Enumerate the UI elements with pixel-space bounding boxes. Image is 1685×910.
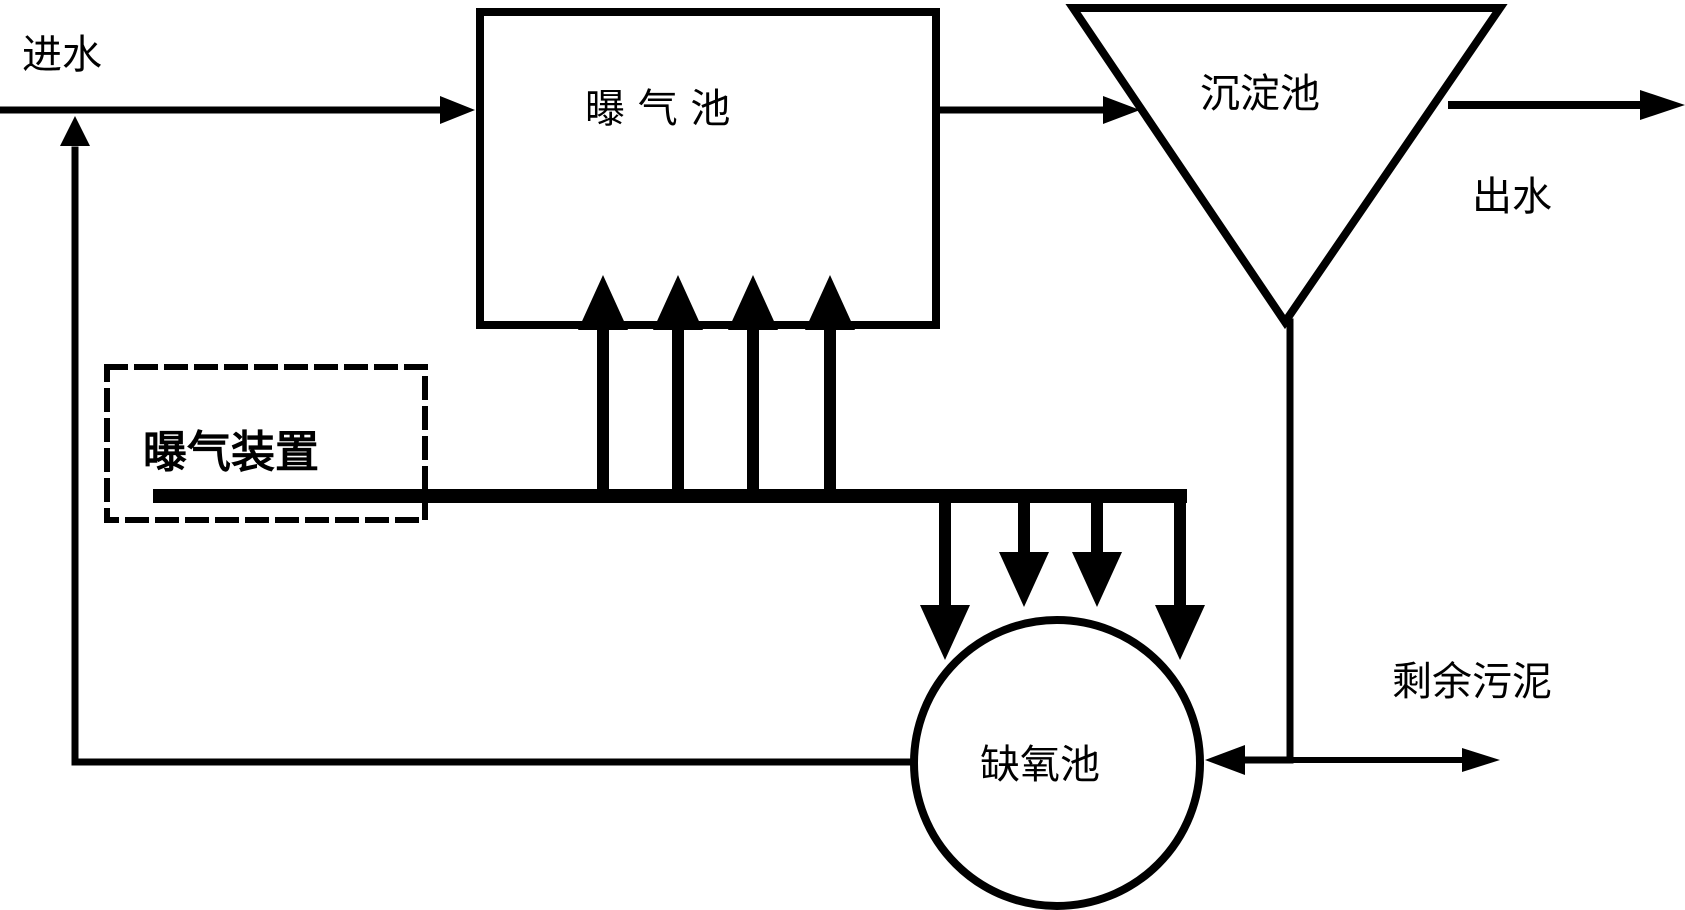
influent-label: 进水 [22, 32, 102, 78]
to-sedimentation-arrowhead [1103, 96, 1140, 124]
aeration-tank-label: 曝 气 池 [585, 86, 730, 132]
air-drop-arrowhead-4 [1155, 605, 1205, 660]
air-riser-arrowhead-4 [805, 275, 855, 330]
air-riser-arrowhead-3 [728, 275, 778, 330]
air-drop-arrowhead-3 [1072, 552, 1122, 607]
return-sludge-arrowhead [1205, 745, 1245, 775]
influent-arrowhead [440, 96, 475, 124]
sedimentation-tank-shape [1065, 3, 1508, 330]
excess-sludge-label: 剩余污泥 [1392, 659, 1552, 705]
recycle-up-arrowhead [60, 116, 90, 146]
anoxic-tank-label: 缺氧池 [980, 742, 1100, 788]
aeration-tank-box [476, 8, 940, 329]
air-drop-arrowhead-2 [999, 552, 1049, 607]
effluent-label: 出水 [1472, 174, 1552, 220]
excess-sludge-arrowhead [1462, 748, 1500, 772]
aeration-device-label: 曝气装置 [143, 427, 319, 478]
air-riser-arrowhead-2 [653, 275, 703, 330]
effluent-arrowhead [1640, 90, 1685, 120]
sedimentation-tank-label: 沉淀池 [1200, 71, 1320, 117]
aeration-device-dashed-box [104, 364, 428, 523]
air-riser-arrowhead-1 [578, 275, 628, 330]
air-drop-arrowhead-1 [920, 605, 970, 660]
